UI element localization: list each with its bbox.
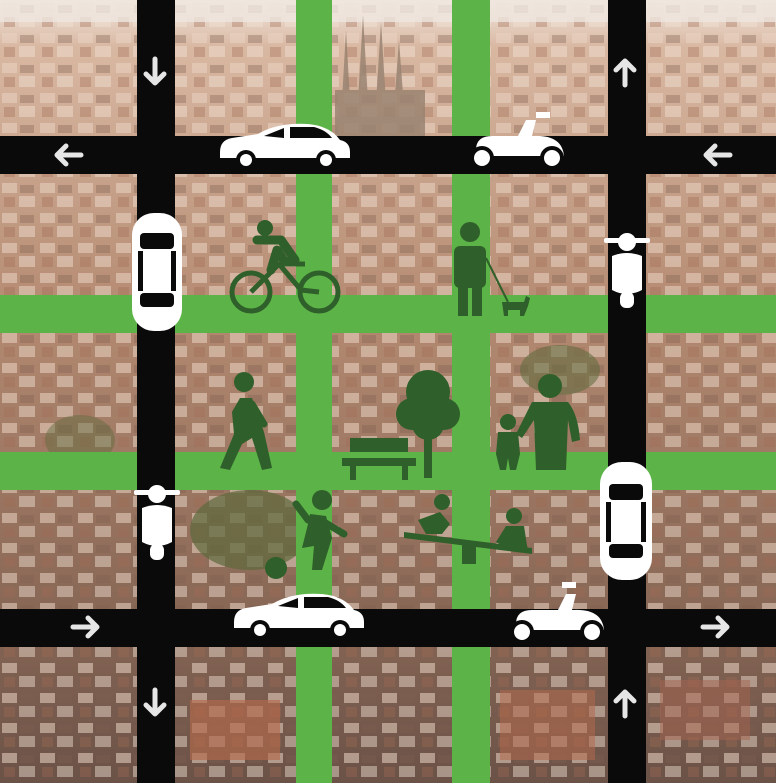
car-icon: [132, 213, 182, 331]
road-vertical-right: [608, 0, 646, 783]
green-street-vertical-left: [296, 0, 332, 783]
green-street-vertical-right: [452, 0, 490, 783]
green-street-horizontal-bottom: [0, 452, 776, 490]
road-horizontal-bottom: [0, 609, 776, 647]
road-horizontal-top: [0, 136, 776, 174]
car-icon: [600, 462, 652, 580]
road-vertical-left: [137, 0, 175, 783]
green-street-horizontal-top: [0, 295, 776, 333]
